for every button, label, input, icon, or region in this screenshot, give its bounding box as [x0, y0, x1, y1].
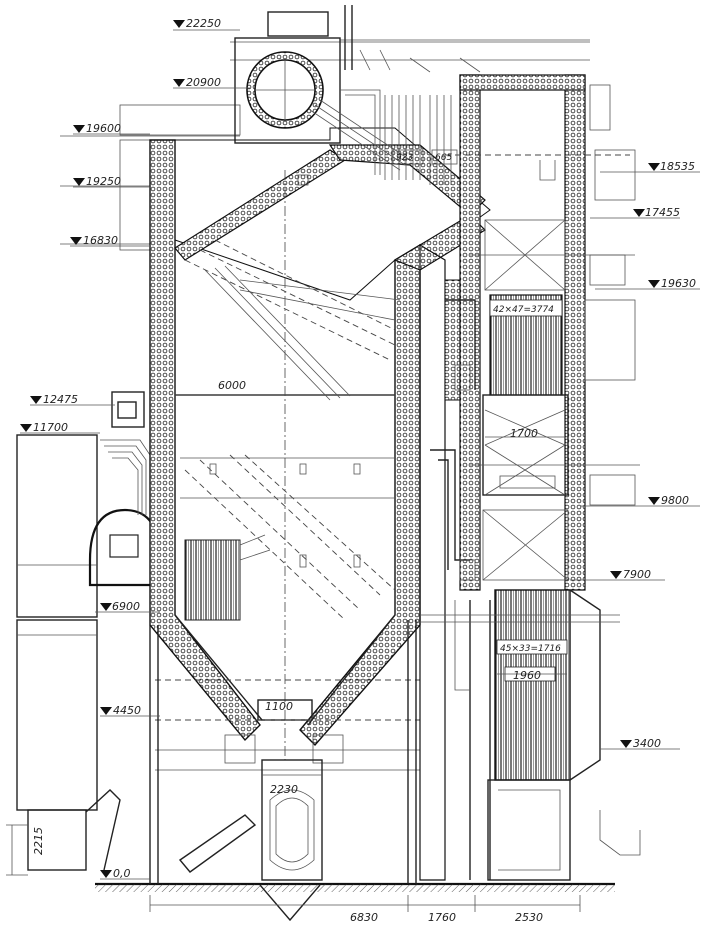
- dimensions: 6000 6830 1760 2530 1100 2230 1700 1960 …: [32, 153, 581, 924]
- elevation-label: 9800: [661, 494, 689, 507]
- elevation-marker: 6900: [95, 600, 160, 613]
- dim-hopper-neck: 2230: [270, 783, 298, 796]
- superheater: [309, 49, 556, 185]
- elevation-label: 11700: [33, 421, 68, 434]
- elevation-label: 12475: [43, 393, 78, 406]
- dim-lower-width: 1960: [513, 669, 541, 682]
- elevation-marker: 3400: [600, 737, 680, 750]
- elevation-marker: 0,0: [100, 867, 150, 880]
- elevation-marker: 22250: [173, 17, 240, 31]
- elevation-markers: 22250 20900 19600 19250 18535 17455: [20, 17, 700, 880]
- dim-bottom-a: 6830: [350, 911, 378, 924]
- columns: [149, 620, 417, 884]
- elevation-marker: 17455: [590, 206, 680, 219]
- dim-conv-width: 1700: [510, 427, 538, 440]
- elevation-marker: 9800: [580, 494, 700, 507]
- elevation-label: 4450: [113, 704, 141, 717]
- dim-bottom-b: 1760: [428, 911, 456, 924]
- elevation-label: 7900: [623, 568, 651, 581]
- elevation-marker: 7900: [570, 568, 665, 581]
- elevation-label: 20900: [186, 76, 221, 89]
- elevation-label: 0,0: [113, 867, 131, 880]
- dim-bottom-c: 2530: [515, 911, 543, 924]
- elevation-label: 19250: [86, 175, 121, 188]
- elevation-label: 19630: [661, 277, 696, 290]
- top-frame: [60, 39, 636, 251]
- ash-hopper: [178, 759, 323, 922]
- elevation-label: 18535: [660, 160, 695, 173]
- elevation-marker: 20900: [173, 76, 250, 89]
- drum-tag-a: 923: [396, 153, 413, 163]
- elevation-marker: 19250: [73, 175, 150, 188]
- drum-tag-b: 665: [435, 153, 452, 163]
- tube-spec-upper: 42×47=3774: [493, 305, 554, 315]
- elevation-marker: 11700: [20, 421, 100, 434]
- elevation-label: 16830: [83, 234, 118, 247]
- elevation-label: 6900: [112, 600, 140, 613]
- left-duct: [6, 391, 162, 876]
- elevation-marker: 19600: [73, 122, 150, 135]
- elevation-marker: 18535: [600, 160, 700, 173]
- elevation-label: 19600: [86, 122, 121, 135]
- boiler-drum: [234, 5, 353, 144]
- ground: [95, 882, 615, 892]
- elevation-marker: 4450: [100, 704, 160, 717]
- tube-spec-lower: 45×33=1716: [500, 644, 561, 654]
- elevation-label: 22250: [186, 17, 221, 30]
- convective-shaft: [415, 74, 641, 881]
- elevation-label: 3400: [633, 737, 661, 750]
- elevation-marker: 16830: [70, 234, 150, 247]
- dim-left-height: 2215: [32, 827, 45, 855]
- elevation-label: 17455: [645, 206, 680, 219]
- elevation-marker: 12475: [30, 393, 115, 406]
- elevation-marker: 19630: [595, 277, 700, 290]
- dim-furnace-width: 6000: [218, 379, 246, 392]
- furnace-chamber: [149, 127, 491, 771]
- dim-hopper-width: 1100: [265, 700, 293, 713]
